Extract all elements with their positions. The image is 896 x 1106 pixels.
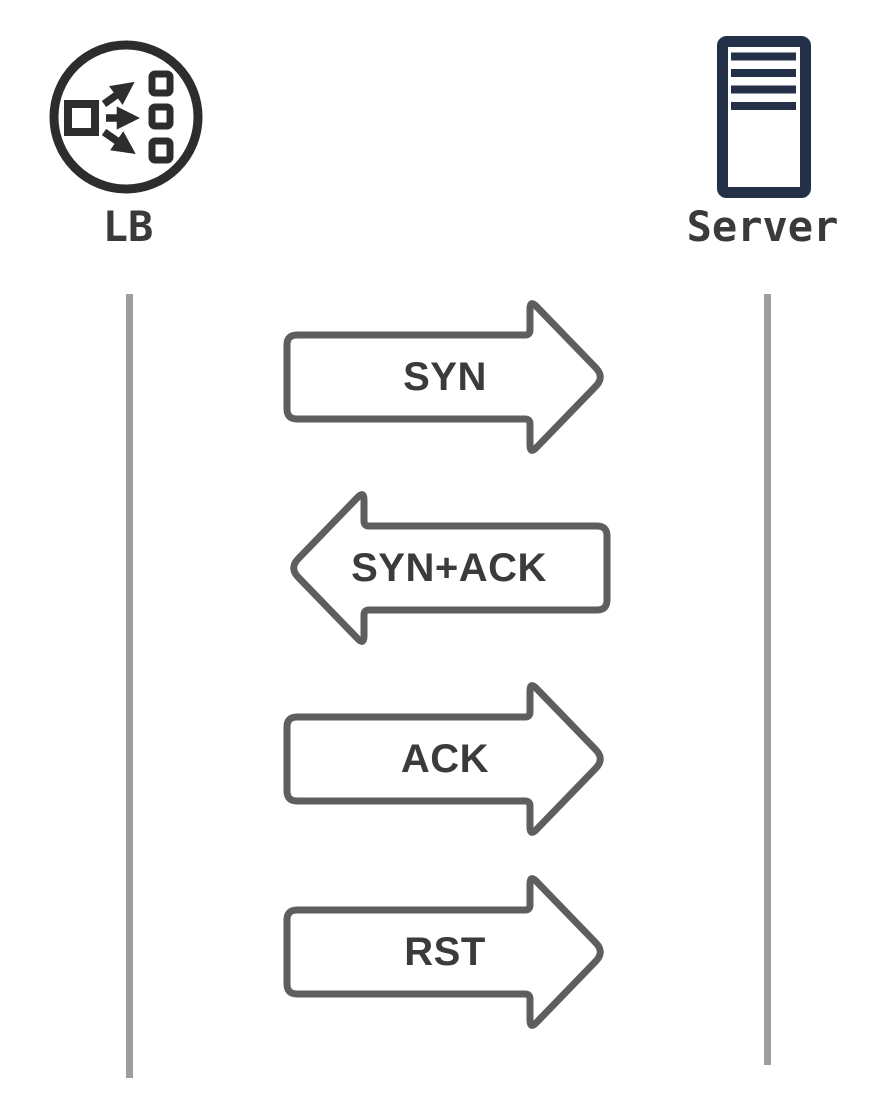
- lifeline-lb: [126, 294, 133, 1078]
- arrow-left-icon: [290, 491, 611, 645]
- message-syn: SYN: [283, 297, 607, 457]
- arrow-right-icon: [283, 875, 604, 1029]
- lifeline-server: [764, 294, 771, 1065]
- load-balancer-icon: [49, 40, 203, 194]
- message-rst: RST: [283, 872, 607, 1032]
- arrow-right-icon: [283, 300, 604, 454]
- actor-lb-label: LB: [102, 202, 154, 251]
- message-syn-ack: SYN+ACK: [287, 488, 611, 648]
- message-ack: ACK: [283, 679, 607, 839]
- arrow-right-icon: [283, 682, 604, 836]
- actor-server-label: Server: [686, 202, 839, 251]
- server-icon: [717, 36, 811, 198]
